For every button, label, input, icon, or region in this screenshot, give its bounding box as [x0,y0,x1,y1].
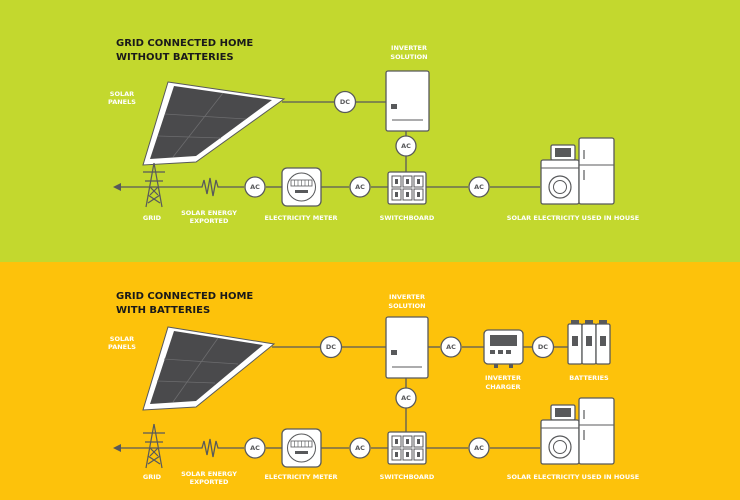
bottom-exported-label-line1: SOLAR ENERGY [181,470,237,478]
top-ac-badge-house-text: AC [474,183,484,191]
bottom-ac-badge-house-text: AC [474,444,484,452]
top-solar-label-line2: PANELS [108,98,136,106]
top-solar-label-line1: SOLAR [110,90,134,98]
panel-without-batteries: GRID CONNECTED HOME WITHOUT BATTERIES SO… [0,0,740,262]
top-title-line1: GRID CONNECTED HOME [116,38,253,49]
top-inverter-label-line2: SOLUTION [390,53,427,61]
diagram-without-batteries: GRID CONNECTED HOME WITHOUT BATTERIES SO… [108,38,639,225]
bottom-ac-badge-inverter-text: AC [401,394,411,402]
top-inverter-icon [385,70,430,132]
top-exported-label-line2: EXPORTED [190,217,229,225]
bottom-dc-badge-solar: DC [319,335,343,359]
top-switchboard-icon [387,171,427,205]
bottom-batteries-label: BATTERIES [569,374,609,382]
bottom-grid-arrow-icon [113,444,121,452]
bottom-ac-badge-inverter: AC [395,387,417,409]
top-ac-badge-inverter: AC [395,135,417,157]
top-electricity-meter-icon [281,167,322,207]
diagram-with-batteries: GRID CONNECTED HOME WITH BATTERIES SOLAR… [108,291,639,486]
bottom-solar-label-line2: PANELS [108,343,136,351]
top-title-line2: WITHOUT BATTERIES [116,52,234,63]
bottom-ac-badge-house: AC [468,437,490,459]
top-switchboard-label: SWITCHBOARD [380,214,435,222]
top-grid-label: GRID [143,214,162,222]
bottom-wires [120,346,568,449]
bottom-grid-pylon-icon [143,423,165,469]
panel-with-batteries: GRID CONNECTED HOME WITH BATTERIES SOLAR… [0,262,740,500]
bottom-charger-label-line1: INVERTER [485,374,521,382]
top-ac-badge-meter-text: AC [250,183,260,191]
top-grid-arrow-icon [113,183,121,191]
bottom-solar-label-line1: SOLAR [110,335,134,343]
top-ac-badge-switchboard-text: AC [355,183,365,191]
top-ac-badge-switchboard: AC [349,176,371,198]
bottom-dc-badge-solar-text: DC [326,343,336,351]
bottom-dc-badge-batteries-text: DC [538,343,548,351]
bottom-appliances-icon [540,397,615,465]
top-grid-pylon-icon [143,162,165,208]
bottom-batteries-icon [567,320,611,365]
top-ac-badge-meter: AC [244,176,266,198]
top-ac-badge-inverter-text: AC [401,142,411,150]
top-dc-badge-text: DC [340,98,350,106]
bottom-house-label: SOLAR ELECTRICITY USED IN HOUSE [507,473,639,481]
bottom-title-line1: GRID CONNECTED HOME [116,291,253,302]
bottom-ac-badge-meter-text: AC [250,444,260,452]
top-appliances-icon [540,137,615,205]
bottom-grid-label: GRID [143,473,162,481]
bottom-exported-label-line2: EXPORTED [190,478,229,486]
bottom-export-zigzag-icon [198,438,220,458]
top-dc-badge: DC [333,90,357,114]
top-ac-badge-house: AC [468,176,490,198]
bottom-inverter-icon [385,316,429,379]
top-house-label: SOLAR ELECTRICITY USED IN HOUSE [507,214,639,222]
top-export-zigzag-icon [198,177,220,197]
bottom-meter-label: ELECTRICITY METER [264,473,337,481]
bottom-switchboard-label: SWITCHBOARD [380,473,435,481]
top-wires [120,101,540,188]
bottom-inverter-label-line1: INVERTER [389,293,425,301]
bottom-ac-badge-charger: AC [440,336,462,358]
bottom-switchboard-icon [387,431,427,465]
bottom-title-line2: WITH BATTERIES [116,305,210,316]
bottom-ac-badge-switchboard-text: AC [355,444,365,452]
bottom-inverter-charger-icon [483,329,524,368]
top-inverter-label-line1: INVERTER [391,44,427,52]
bottom-ac-badge-charger-text: AC [446,343,456,351]
bottom-dc-badge-batteries: DC [531,335,555,359]
bottom-ac-badge-meter: AC [244,437,266,459]
top-solar-panel-icon [142,81,286,166]
top-exported-label-line1: SOLAR ENERGY [181,209,237,217]
bottom-inverter-label-line2: SOLUTION [388,302,425,310]
bottom-ac-badge-switchboard: AC [349,437,371,459]
bottom-charger-label-line2: CHARGER [485,383,520,391]
bottom-electricity-meter-icon [281,428,322,468]
bottom-solar-panel-icon [142,326,276,411]
top-meter-label: ELECTRICITY METER [264,214,337,222]
